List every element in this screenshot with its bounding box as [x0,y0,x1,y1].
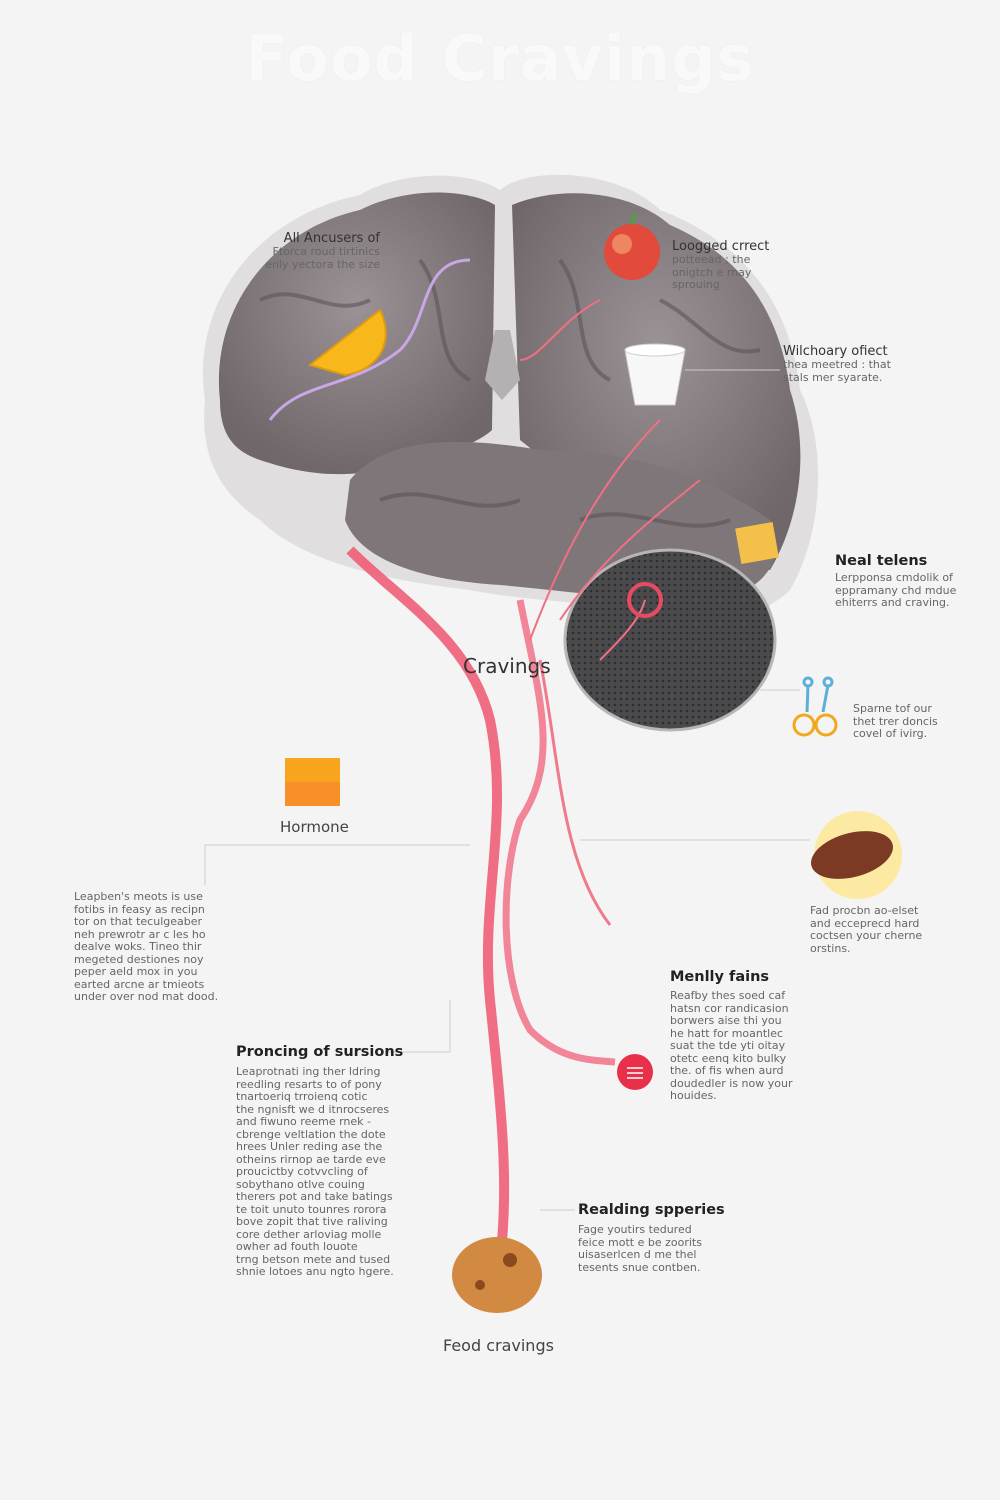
bottom-label: Feod cravings [443,1336,554,1355]
callout-4: Neal telens Lerpponsa cmdolik of epprama… [835,553,957,609]
page-title: Food Cravings [245,22,755,95]
cookie-icon [452,1237,542,1313]
hormone-label: Hormone [280,818,349,836]
callout-3: Wilchoary ofiect thea meetred : that sta… [783,344,891,384]
nerve-path [346,546,510,1261]
callout-9: Leapben's meots is use fotibs in feasy a… [74,890,219,1003]
callout-5: Sparne tof our thet trer doncis covel of… [853,702,938,740]
callout-10: Realding spperies Fage youtirs tedured f… [578,1202,725,1274]
scissors-icon [792,676,838,737]
apple-icon [604,213,660,280]
callout-8: Proncing of sursions Leaprotnati ing the… [236,1044,404,1278]
red-badge-icon [617,1054,653,1090]
center-label: Cravings [463,654,551,678]
callout-2: Loogged crrect potteead ; the onigtch e … [672,239,770,291]
cerebellum [563,548,777,732]
callout-7: Menlly fains Reafby thes soed caf hatsn … [670,969,793,1102]
callout-1: All Ancusers of Ftorca roud tirtinics en… [265,231,380,271]
cup-icon [624,343,686,406]
steak-icon [811,811,902,899]
lemon-icon [307,308,387,377]
hormone-cube-icon [285,758,340,806]
callout-6: Fad procbn ao-elset and ecceprecd hard c… [810,904,923,955]
butter-icon [735,521,779,565]
